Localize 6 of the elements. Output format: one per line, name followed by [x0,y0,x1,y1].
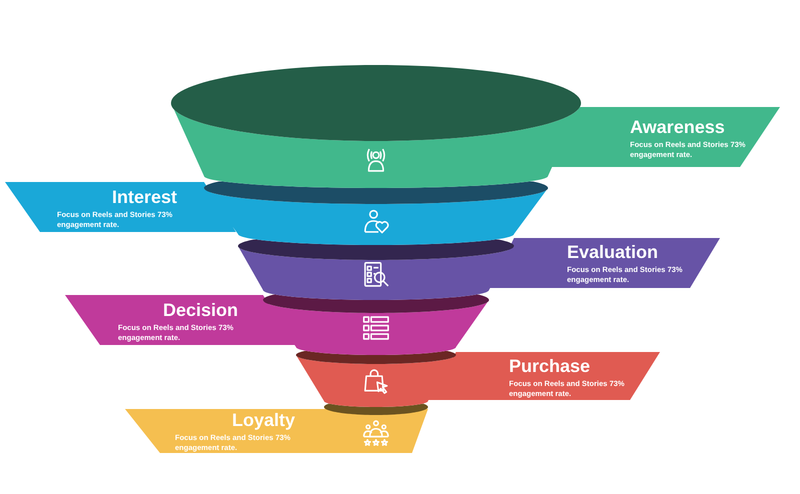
stage-title: Loyalty [232,410,295,430]
stage-title: Evaluation [567,242,658,262]
stage-title: Decision [162,300,238,320]
stage-title: Awareness [630,117,725,137]
stage-title: Interest [112,187,177,207]
stage-title: Purchase [509,356,590,376]
